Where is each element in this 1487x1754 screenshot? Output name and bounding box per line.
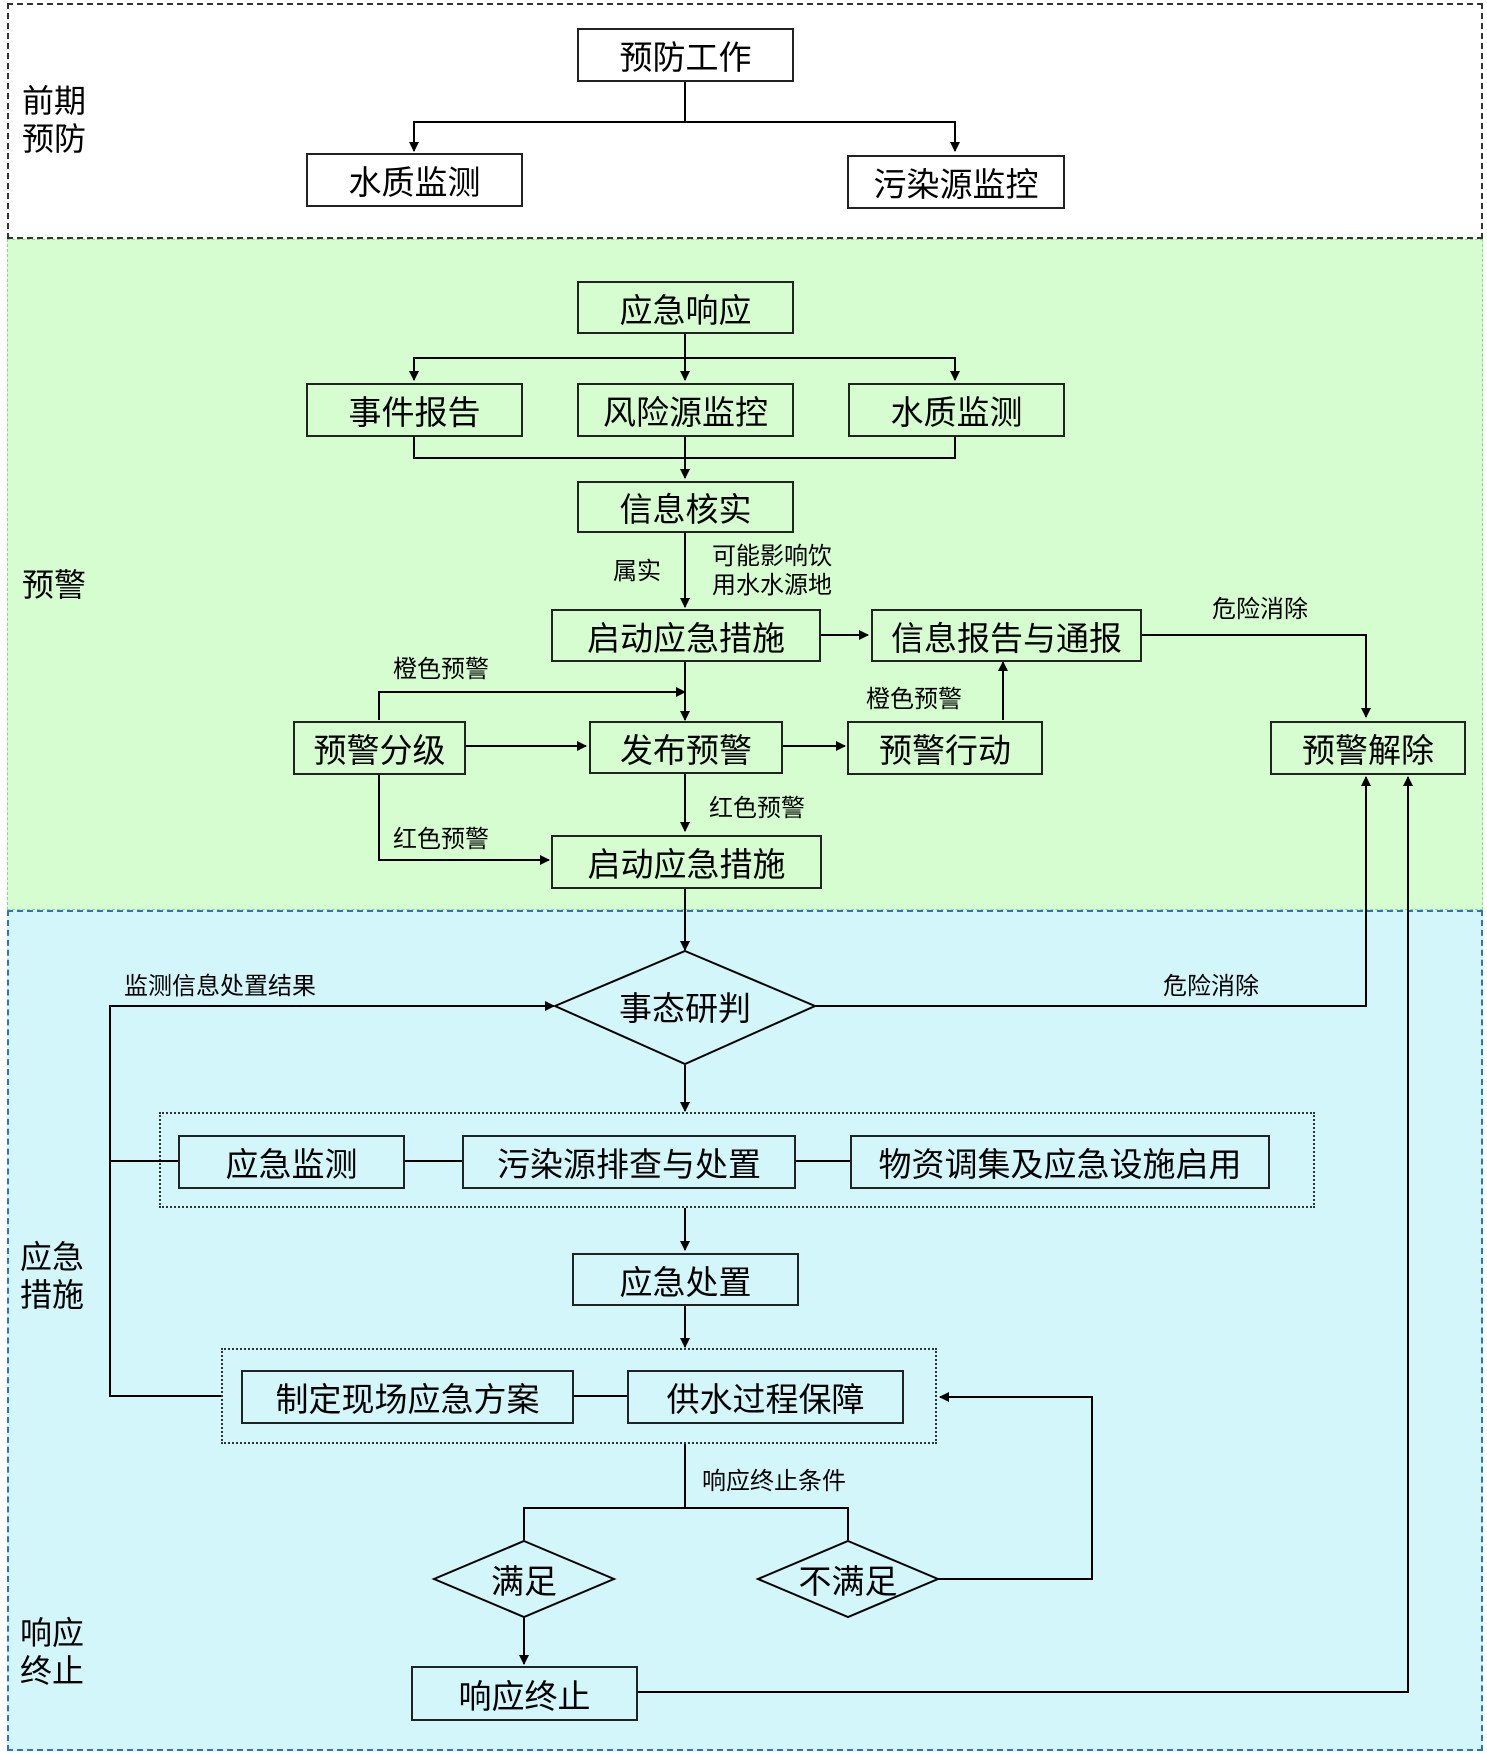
pollution-investigation-box: 污染源排查与处置 — [462, 1135, 796, 1189]
edge-label-termination-condition: 响应终止条件 — [702, 1467, 846, 1495]
edge-label-confirmed: 属实 — [613, 557, 661, 585]
satisfied-diamond: 满足 — [491, 1562, 557, 1601]
edge-label-may-affect-1: 可能影响饮 — [712, 542, 832, 570]
materials-dispatch-box: 物资调集及应急设施启用 — [850, 1135, 1270, 1189]
response-zone — [7, 910, 1483, 1751]
warning-zone — [7, 239, 1483, 910]
emergency-disposal-box: 应急处置 — [572, 1253, 799, 1306]
onsite-plan-box: 制定现场应急方案 — [241, 1370, 574, 1424]
stage-label-line: 响应 — [20, 1614, 85, 1652]
edge-label-may-affect-2: 用水水源地 — [712, 571, 832, 599]
warning-action-box: 预警行动 — [847, 721, 1043, 775]
stage-label-line: 预防 — [22, 120, 87, 158]
edge-label-monitoring-result: 监测信息处置结果 — [124, 972, 316, 1000]
emergency-response-box: 应急响应 — [577, 281, 794, 334]
satisfied-diamond-shape — [431, 1539, 617, 1619]
edge-label-orange-warning-1: 橙色预警 — [393, 655, 489, 683]
info-verification-box: 信息核实 — [577, 481, 794, 533]
stage-label-line: 应急 — [20, 1238, 85, 1276]
stage-label-prevention: 前期 预防 — [22, 82, 86, 158]
start-emergency-measures-box-2: 启动应急措施 — [551, 835, 822, 889]
edge-label-red-warning-2: 红色预警 — [393, 825, 489, 853]
stage-label-response: 应急 措施 — [20, 1238, 84, 1314]
stage-label-line: 前期 — [22, 82, 87, 120]
stage-label-warning: 预警 — [22, 566, 87, 604]
not-satisfied-diamond-shape — [755, 1539, 941, 1619]
stage-label-termination: 响应 终止 — [20, 1614, 84, 1690]
risk-source-monitor-box: 风险源监控 — [577, 383, 794, 437]
response-terminated-box: 响应终止 — [411, 1666, 638, 1721]
emergency-monitoring-box: 应急监测 — [178, 1135, 405, 1189]
info-report-notify-box: 信息报告与通报 — [871, 609, 1142, 662]
situation-diamond-shape — [552, 949, 818, 1066]
not-satisfied-diamond: 不满足 — [798, 1562, 898, 1601]
water-quality-monitor-box-1: 水质监测 — [306, 153, 523, 207]
situation-assessment-diamond: 事态研判 — [619, 989, 751, 1028]
incident-report-box: 事件报告 — [306, 383, 523, 437]
stage-label-line: 措施 — [20, 1276, 85, 1314]
pollution-source-monitor-box: 污染源监控 — [847, 155, 1065, 209]
edge-label-danger-cleared-1: 危险消除 — [1212, 595, 1308, 623]
warning-grading-box: 预警分级 — [293, 721, 466, 775]
edge-label-danger-cleared-2: 危险消除 — [1163, 972, 1259, 1000]
edge-label-orange-warning-2: 橙色预警 — [866, 685, 962, 713]
water-quality-monitor-box-2: 水质监测 — [848, 383, 1065, 437]
start-emergency-measures-box-1: 启动应急措施 — [551, 609, 821, 662]
issue-warning-box: 发布预警 — [589, 721, 783, 774]
plan-group-frame — [221, 1348, 937, 1444]
warning-release-box: 预警解除 — [1270, 721, 1466, 775]
edge-label-red-warning-1: 红色预警 — [709, 794, 805, 822]
water-supply-guarantee-box: 供水过程保障 — [627, 1370, 904, 1424]
prevention-work-box: 预防工作 — [577, 28, 794, 82]
stage-label-line: 终止 — [20, 1652, 85, 1690]
